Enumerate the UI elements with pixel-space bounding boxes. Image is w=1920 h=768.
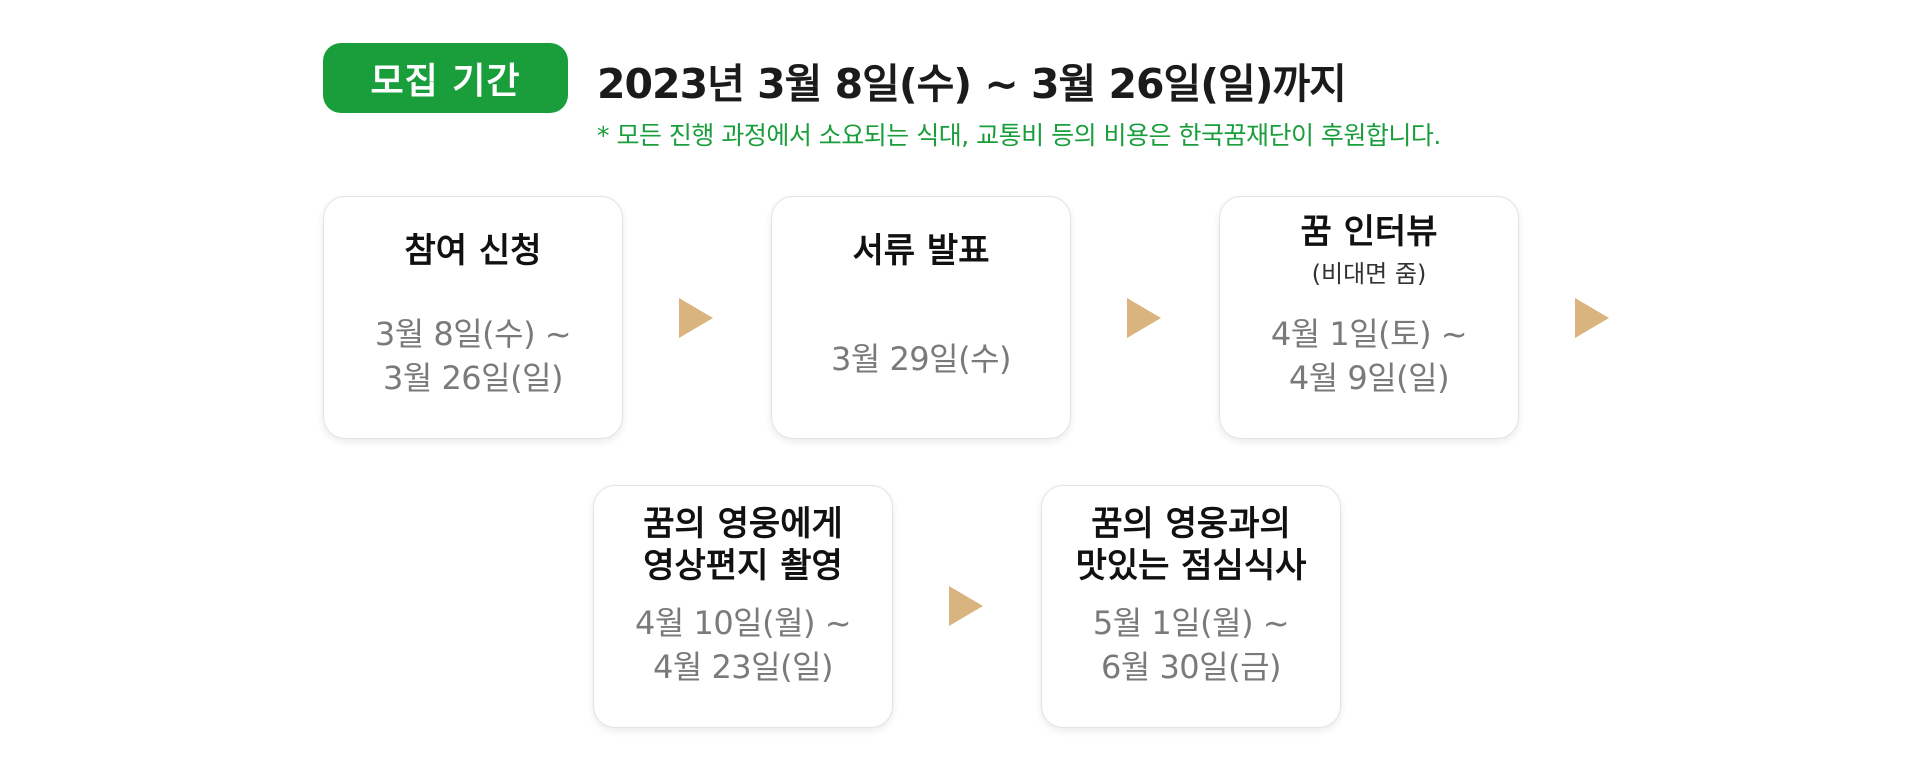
step-dates: 5월 1일(월) ~ 6월 30일(금) <box>1092 604 1290 686</box>
step-card-dream-interview: 꿈 인터뷰 (비대면 줌) 4월 1일(토) ~ 4월 9일(일) <box>1219 196 1519 439</box>
arrow-right-icon <box>949 586 983 626</box>
step-dates: 4월 10일(월) ~ 4월 23일(일) <box>634 604 852 686</box>
step-title: 꿈 인터뷰 <box>1300 212 1438 252</box>
arrow-right-icon <box>679 298 713 338</box>
step-title: 꿈의 영웅과의 맛있는 점심식사 <box>1075 504 1307 586</box>
recruitment-period-text: 2023년 3월 8일(수) ~ 3월 26일(일)까지 <box>597 60 1347 108</box>
step-title: 참여 신청 <box>404 231 542 271</box>
step-dates: 3월 29일(수) <box>830 340 1012 378</box>
arrow-right-icon <box>1575 298 1609 338</box>
step-title: 꿈의 영웅에게 영상편지 촬영 <box>643 504 843 586</box>
step-card-document-result: 서류 발표 3월 29일(수) <box>771 196 1071 439</box>
recruitment-period-badge: 모집 기간 <box>323 43 568 113</box>
step-card-video-letter: 꿈의 영웅에게 영상편지 촬영 4월 10일(월) ~ 4월 23일(일) <box>593 485 893 728</box>
step-title: 서류 발표 <box>852 231 990 271</box>
arrow-right-icon <box>1127 298 1161 338</box>
step-dates: 4월 1일(토) ~ 4월 9일(일) <box>1270 315 1468 397</box>
step-subtitle: (비대면 줌) <box>1311 260 1427 288</box>
step-card-lunch: 꿈의 영웅과의 맛있는 점심식사 5월 1일(월) ~ 6월 30일(금) <box>1041 485 1341 728</box>
step-card-apply: 참여 신청 3월 8일(수) ~ 3월 26일(일) <box>323 196 623 439</box>
sponsorship-note: * 모든 진행 과정에서 소요되는 식대, 교통비 등의 비용은 한국꿈재단이 … <box>597 121 1441 150</box>
step-dates: 3월 8일(수) ~ 3월 26일(일) <box>374 315 572 397</box>
